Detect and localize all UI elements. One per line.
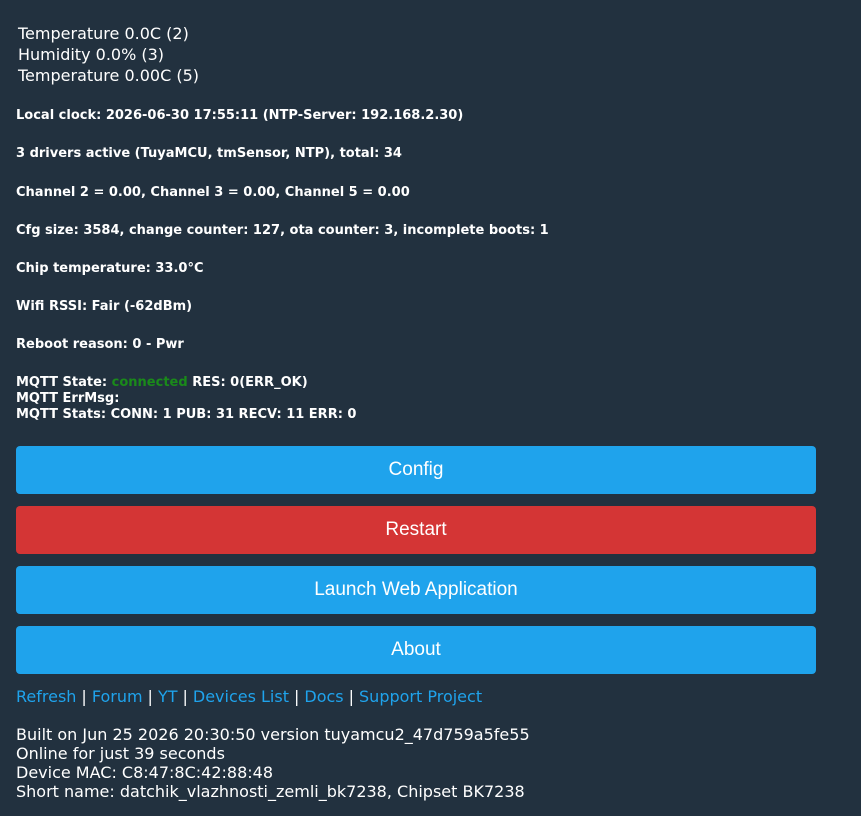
devices-list-link[interactable]: Devices List: [192, 687, 289, 706]
channels-text: Channel 2 = 0.00, Channel 3 = 0.00, Chan…: [16, 185, 410, 200]
about-button[interactable]: About: [16, 626, 816, 674]
uptime-info: Online for just 39 seconds: [16, 744, 225, 763]
mqtt-state-label: MQTT State:: [16, 375, 112, 390]
cfg-text: Cfg size: 3584, change counter: 127, ota…: [16, 223, 549, 238]
wifi-rssi-text: Wifi RSSI: Fair (-62dBm): [16, 299, 193, 314]
restart-button[interactable]: Restart: [16, 506, 816, 554]
mqtt-errmsg-line: MQTT ErrMsg:: [16, 391, 120, 406]
mqtt-block: MQTT State: connected RES: 0(ERR_OK) MQT…: [16, 375, 356, 423]
forum-link[interactable]: Forum: [91, 687, 143, 706]
launch-web-application-button[interactable]: Launch Web Application: [16, 566, 816, 614]
sensor-humidity-3: Humidity 0.0% (3): [18, 45, 165, 64]
device-footer: Built on Jun 25 2026 20:30:50 version tu…: [16, 725, 530, 801]
link-separator: |: [348, 687, 355, 706]
sensor-temperature-2: Temperature 0.0C (2): [18, 24, 189, 43]
drivers-text: 3 drivers active (TuyaMCU, tmSensor, NTP…: [16, 146, 402, 161]
build-info: Built on Jun 25 2026 20:30:50 version tu…: [16, 725, 530, 744]
link-separator: |: [147, 687, 153, 706]
mqtt-connected-status: connected: [111, 375, 188, 390]
support-project-link[interactable]: Support Project: [359, 687, 483, 706]
yt-link[interactable]: YT: [157, 687, 178, 706]
link-separator: |: [182, 687, 188, 706]
config-button[interactable]: Config: [16, 446, 816, 494]
chip-temperature-text: Chip temperature: 33.0°C: [16, 261, 204, 276]
sensor-temperature-5: Temperature 0.00C (5): [18, 66, 199, 85]
short-name-chipset: Short name: datchik_vlazhnosti_zemli_bk7…: [16, 782, 525, 801]
docs-link[interactable]: Docs: [304, 687, 344, 706]
mqtt-state-line: MQTT State: connected RES: 0(ERR_OK): [16, 375, 356, 391]
mqtt-stats-line: MQTT Stats: CONN: 1 PUB: 31 RECV: 11 ERR…: [16, 407, 357, 422]
link-separator: |: [293, 687, 300, 706]
device-mac: Device MAC: C8:47:8C:42:88:48: [16, 763, 274, 782]
refresh-link[interactable]: Refresh: [16, 687, 77, 706]
reboot-reason-text: Reboot reason: 0 - Pwr: [16, 337, 184, 352]
nav-links: Refresh|Forum|YT|Devices List|Docs|Suppo…: [16, 687, 482, 707]
local-clock-text: Local clock: 2026-06-30 17:55:11 (NTP-Se…: [16, 108, 464, 123]
link-separator: |: [81, 687, 87, 706]
sensor-readings: Temperature 0.0C (2) Humidity 0.0% (3) T…: [18, 23, 199, 86]
mqtt-result-text: RES: 0(ERR_OK): [187, 375, 308, 390]
